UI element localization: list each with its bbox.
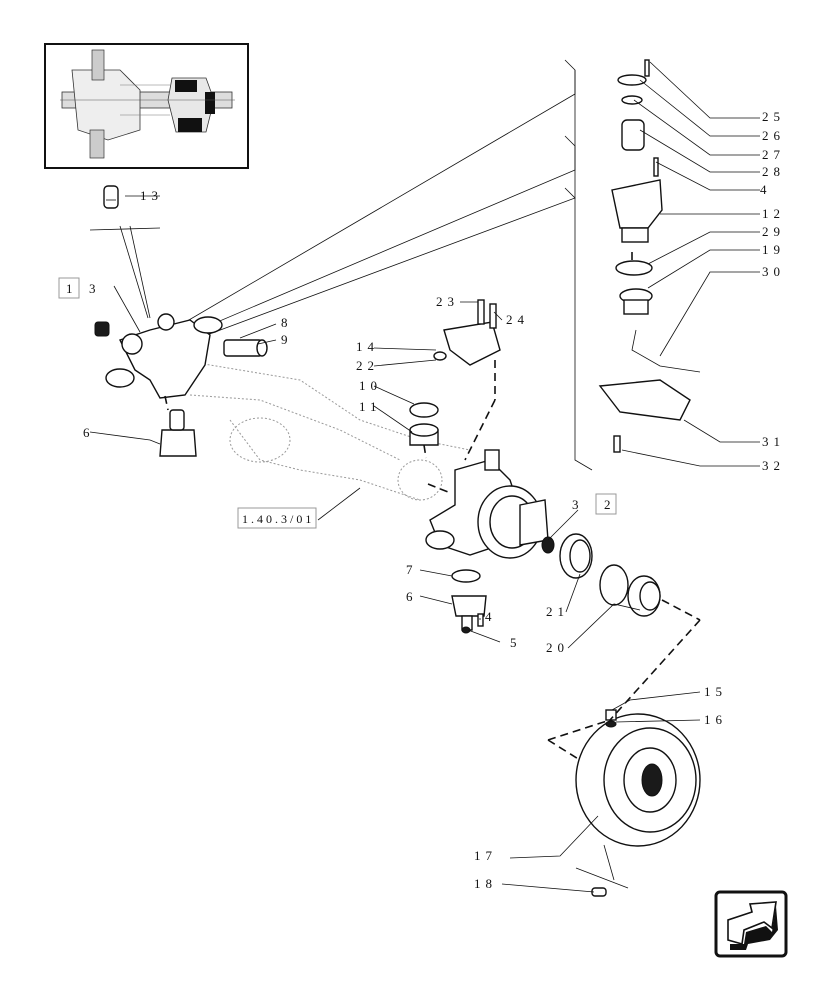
label-28: 28: [762, 164, 785, 179]
label-7: 7: [406, 562, 418, 577]
label-18: 18: [474, 876, 497, 891]
label-17: 17: [474, 848, 497, 863]
label-20: 20: [546, 640, 569, 655]
right-swivel-housing: [425, 449, 549, 559]
label-19: 19: [762, 242, 785, 257]
label-30: 30: [762, 264, 785, 279]
label-26: 26: [762, 128, 785, 143]
seals-10-11: [409, 402, 439, 446]
label-3-right: 3: [572, 497, 584, 512]
leader-lines: [89, 61, 760, 893]
label-12: 12: [762, 206, 785, 221]
label-14: 14: [356, 339, 379, 354]
wheel-hub-17: [575, 709, 701, 847]
ref-box-section: [237, 507, 317, 529]
bolt-8-9: [223, 339, 268, 357]
label-32: 32: [762, 458, 785, 473]
label-6-right: 6: [406, 589, 418, 604]
label-21: 21: [546, 604, 569, 619]
plug-6-left: [159, 409, 197, 457]
label-4-lower: 4: [485, 609, 497, 624]
plug-6-right: [451, 569, 487, 634]
dowel-18: [575, 844, 629, 897]
label-29: 29: [762, 224, 785, 239]
ref-box-1: [58, 277, 80, 299]
label-1: 1: [66, 281, 78, 296]
sensor-bracket-14: [433, 299, 501, 366]
bearing-cone-3: [541, 536, 555, 554]
label-23: 23: [436, 294, 459, 309]
label-15: 15: [704, 684, 727, 699]
label-10: 10: [359, 378, 382, 393]
projection-lines: [89, 59, 593, 471]
label-25: 25: [762, 109, 785, 124]
left-swivel-housing: [94, 313, 223, 399]
label-31: 31: [762, 434, 785, 449]
sensor-stack: [598, 59, 701, 453]
label-6-left: 6: [83, 425, 95, 440]
label-13: 13: [140, 188, 163, 203]
label-16: 16: [704, 712, 727, 727]
label-22: 22: [356, 358, 379, 373]
label-24: 24: [506, 312, 529, 327]
label-8: 8: [281, 315, 293, 330]
bearing-cup-21: [559, 533, 593, 579]
axle-housing-outline: [179, 359, 471, 501]
bearing-20: [599, 564, 661, 617]
label-2: 2: [604, 497, 616, 512]
label-4-upper: 4: [760, 182, 772, 197]
alignment-lines: [164, 252, 701, 761]
label-3-left: 3: [89, 281, 101, 296]
arrow-icon[interactable]: [714, 890, 788, 958]
section-reference: 1.40.3/01: [242, 512, 314, 526]
label-9: 9: [281, 332, 293, 347]
label-27: 27: [762, 147, 785, 162]
label-11: 11: [359, 399, 382, 414]
label-5: 5: [510, 635, 522, 650]
axle-thumbnail: [44, 43, 249, 169]
ref-box-2: [595, 493, 617, 515]
pin-13: [103, 185, 119, 209]
